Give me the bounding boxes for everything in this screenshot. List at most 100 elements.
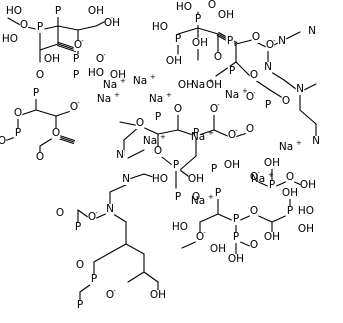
charge-sign: + [208, 77, 214, 85]
label-mask [188, 174, 204, 185]
sodium-ion: Na [191, 79, 205, 91]
label-mask [206, 80, 222, 91]
label-mask [213, 188, 223, 199]
hydroxyl-label: HO [2, 33, 18, 45]
label-mask [44, 54, 60, 65]
label-mask [231, 232, 241, 243]
sodium-ion: Na [279, 141, 293, 153]
charge-sign: - [81, 37, 84, 45]
charge-sign: + [160, 133, 166, 141]
phosphorus-label: P [175, 191, 181, 203]
label-mask [153, 112, 163, 123]
oxygen-label: O [250, 69, 258, 81]
bond [235, 61, 253, 79]
label-mask [298, 224, 314, 235]
label-mask [231, 214, 241, 225]
label-mask [2, 34, 18, 45]
label-mask [173, 34, 183, 45]
label-mask [210, 244, 226, 255]
oxygen-label: O [214, 51, 222, 63]
hydroxyl-label: OH [210, 243, 226, 255]
label-mask [209, 104, 219, 115]
oxygen-label: O [228, 129, 236, 141]
label-mask [71, 54, 81, 65]
label-mask [104, 18, 120, 29]
hydroxyl-label: OH [300, 179, 316, 191]
label-mask [88, 68, 104, 79]
label-mask [311, 136, 321, 147]
hydroxyl-label: OH [264, 157, 280, 169]
oxygen-label: O [246, 123, 254, 135]
phosphorus-label: P [265, 99, 271, 111]
hydroxyl-label: OH [282, 187, 298, 199]
label-mask [264, 232, 280, 243]
label-mask [282, 188, 298, 199]
bond [35, 109, 57, 117]
oxygen-label: O [70, 101, 78, 113]
hydroxyl-label: OH [104, 17, 120, 29]
bond [107, 243, 127, 255]
phosphorus-label: P [229, 65, 235, 77]
label-mask [249, 70, 259, 81]
oxygen-label: O [52, 127, 60, 139]
phosphorus-label: P [73, 53, 79, 65]
charge-sign: - [257, 169, 260, 177]
label-mask [228, 254, 244, 265]
charge-sign: + [268, 171, 274, 179]
nitrogen-label: N [296, 83, 304, 95]
label-mask [75, 300, 85, 311]
phosphorus-label: P [73, 69, 79, 81]
charge-sign: + [150, 73, 156, 81]
hydroxyl-label: OH [218, 9, 234, 21]
oxygen-label: O [192, 191, 200, 203]
oxygen-label: O [88, 211, 96, 223]
label-mask [192, 38, 208, 49]
label-mask [73, 40, 83, 51]
bond [57, 43, 77, 51]
nitrogen-label: N [312, 135, 320, 147]
phosphorus-label: P [175, 33, 181, 45]
oxygen-label: O [250, 171, 258, 183]
bond [143, 271, 159, 283]
phosphorus-label: P [195, 13, 201, 25]
label-mask [95, 54, 105, 65]
label-mask [207, 0, 217, 11]
label-mask [245, 124, 255, 135]
hydroxyl-label: OH [298, 223, 314, 235]
bond [179, 155, 197, 171]
hydroxyl-label: OH [188, 173, 204, 185]
label-mask [213, 52, 223, 63]
label-mask [75, 260, 85, 271]
label-mask [35, 152, 45, 163]
label-mask [298, 206, 314, 217]
oxygen-label: O [250, 239, 258, 251]
phosphorus-label: P [33, 87, 39, 99]
label-mask [0, 136, 7, 147]
hydroxyl-label: OH [44, 53, 60, 65]
phosphorus-label: P [193, 127, 199, 139]
sodium-ion: Na [103, 79, 117, 91]
charge-sign: - [253, 89, 256, 97]
label-mask [263, 62, 273, 73]
charge-sign: + [120, 77, 126, 85]
bond [299, 109, 317, 125]
hydroxyl-label: OH [166, 55, 182, 67]
nitrogen-label: N [122, 173, 130, 185]
oxygen-label: O [14, 107, 22, 119]
label-mask [150, 290, 166, 301]
label-mask [251, 32, 261, 43]
phosphorus-label: P [287, 205, 293, 217]
charge-sign: + [296, 139, 302, 147]
phosphorus-label: P [211, 163, 217, 175]
label-mask [172, 222, 188, 233]
label-mask [13, 108, 23, 119]
sodium-ion: Na [191, 131, 205, 143]
label-mask [13, 128, 23, 139]
label-mask [195, 232, 205, 243]
label-mask [115, 150, 125, 161]
bond [197, 27, 219, 35]
label-mask [285, 206, 295, 217]
label-mask [87, 212, 97, 223]
